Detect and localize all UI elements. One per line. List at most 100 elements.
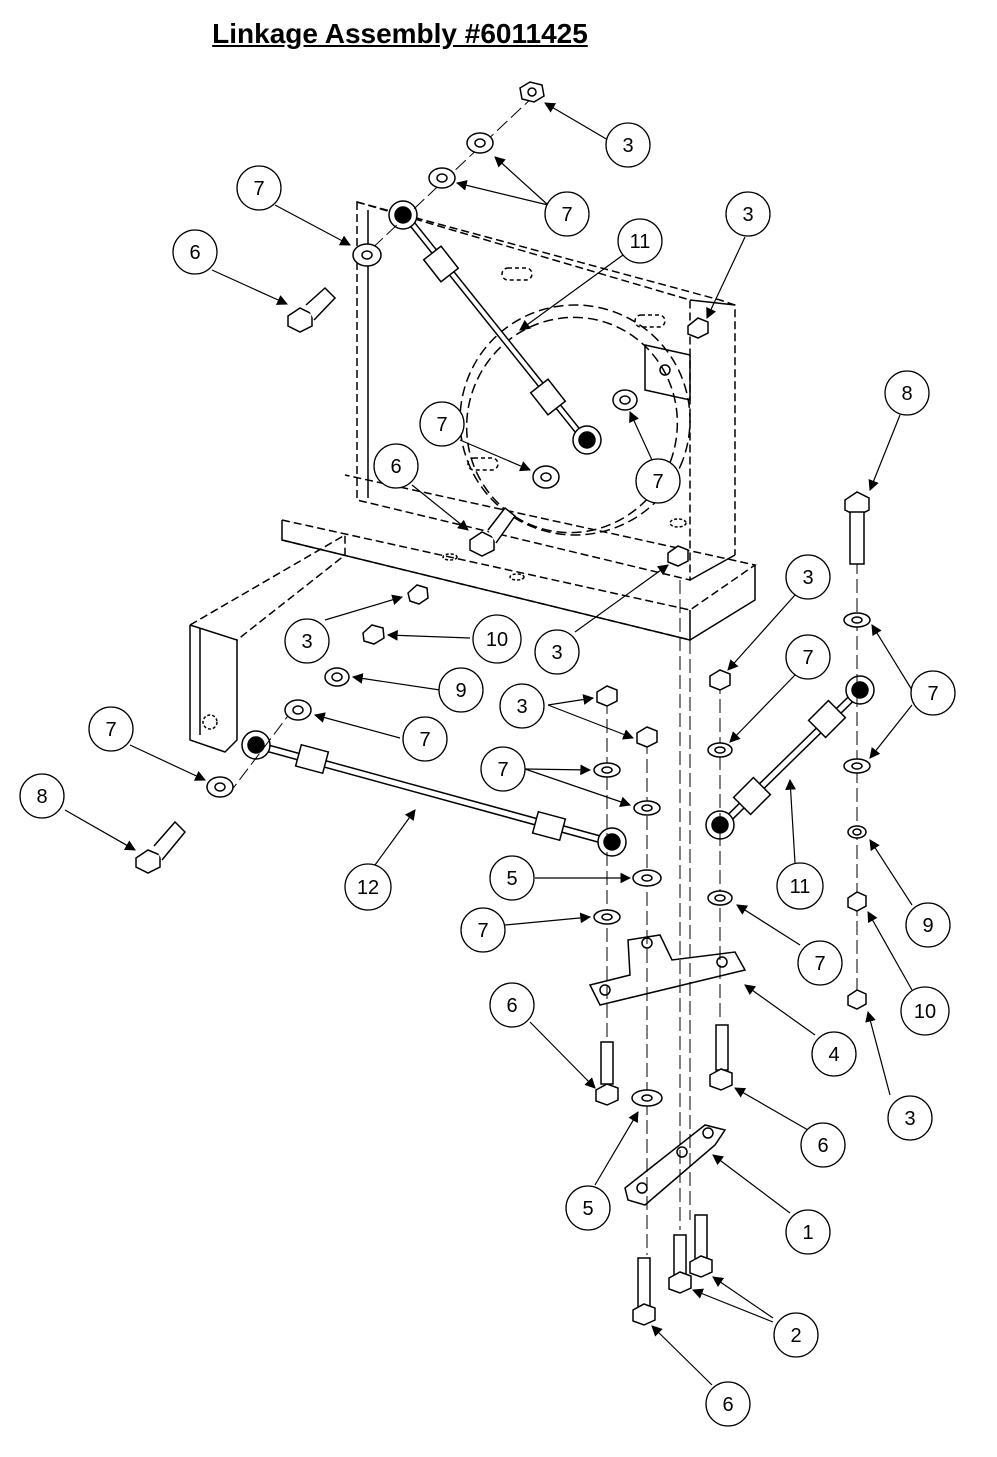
leader-c-10-b (867, 911, 913, 991)
callout-c-left-7: 7 (236, 165, 282, 211)
leader-c-3-d (727, 594, 796, 671)
callout-c-7-c: 7 (402, 716, 448, 762)
callout-c-3-b: 3 (534, 629, 580, 675)
leader-c-8-left (64, 809, 136, 851)
leader-c-6-d (651, 1325, 713, 1386)
leader-c-7-c (313, 712, 401, 739)
assembly-centerlines (227, 94, 858, 1255)
leader-c-3-b (574, 564, 669, 633)
callout-balloons: 3 7 7 6 11 3 7 7 6 8 3 10 3 9 3 7 7 3 7 … (19, 122, 956, 1427)
svg-text:6: 6 (722, 1394, 733, 1416)
svg-text:11: 11 (630, 231, 651, 253)
leader-c-3-e (865, 1010, 891, 1096)
leader-c-mid-7a (459, 439, 531, 472)
leader-c-3-a (324, 594, 404, 621)
leader-c-10-a (386, 629, 471, 641)
callout-c-7-d: 7 (480, 746, 526, 792)
callout-c-10-a: 10 (472, 614, 522, 664)
leader-c-top-7a (494, 156, 549, 206)
callout-c-7-left2: 7 (88, 706, 134, 752)
diagram-title: Linkage Assembly #6011425 (212, 18, 588, 49)
callout-c-12: 12 (344, 863, 392, 911)
callout-c-mid-6: 6 (373, 443, 419, 489)
leader-c-3-c (547, 694, 595, 706)
svg-text:6: 6 (390, 456, 401, 478)
leader-c-9-b (869, 839, 913, 906)
hardware-parts (135, 81, 871, 1326)
svg-text:3: 3 (551, 642, 562, 664)
callout-c-3-d: 3 (785, 554, 831, 600)
callout-c-5-a: 5 (489, 855, 535, 901)
svg-text:8: 8 (36, 786, 47, 808)
callout-c-6-c: 6 (800, 1122, 846, 1168)
leader-c-7-h (736, 904, 801, 946)
leader-c-5-b (594, 1111, 639, 1186)
leader-c-3-c2 (547, 704, 635, 740)
leader-c-mid-7b (629, 411, 653, 461)
leader-c-11-top (519, 254, 624, 331)
callout-c-3-c: 3 (499, 683, 545, 729)
svg-text:1: 1 (802, 1222, 813, 1244)
svg-text:6: 6 (817, 1135, 828, 1157)
svg-text:9: 9 (455, 680, 466, 702)
right-linkage-rod (705, 675, 875, 840)
leader-c-7-f2 (869, 704, 913, 759)
svg-text:10: 10 (486, 629, 508, 651)
leader-c-mid-6 (411, 484, 469, 531)
svg-text:7: 7 (477, 920, 488, 942)
leader-c-right-3 (706, 236, 746, 319)
svg-text:9: 9 (922, 915, 933, 937)
leader-c-4 (744, 984, 816, 1036)
callout-c-7-f: 7 (910, 670, 956, 716)
leader-c-7-left2 (129, 744, 206, 781)
callout-c-top-3: 3 (605, 122, 651, 168)
svg-text:5: 5 (582, 1198, 593, 1220)
svg-text:7: 7 (927, 683, 938, 705)
callout-c-8-left: 8 (19, 773, 65, 819)
callout-c-10-b: 10 (900, 986, 950, 1036)
link-plate (624, 1124, 727, 1206)
svg-text:3: 3 (802, 567, 813, 589)
leader-c-2a (712, 1276, 774, 1319)
callout-c-5-b: 5 (565, 1185, 611, 1231)
callout-c-3-e: 3 (887, 1095, 933, 1141)
upper-linkage-rod (388, 200, 602, 455)
svg-text:7: 7 (436, 414, 447, 436)
svg-text:3: 3 (301, 631, 312, 653)
svg-text:7: 7 (497, 759, 508, 781)
callout-leaders (64, 102, 913, 1386)
svg-text:7: 7 (802, 647, 813, 669)
leader-c-12 (374, 809, 416, 866)
leader-c-9-a (351, 673, 441, 691)
leader-c-top-7b (455, 180, 549, 206)
callout-c-8-top: 8 (884, 370, 930, 416)
callout-c-6-d: 6 (705, 1381, 751, 1427)
leader-c-7-g (504, 912, 592, 926)
svg-text:2: 2 (790, 1325, 801, 1347)
leader-c-left-7 (274, 204, 351, 246)
callout-c-right-3: 3 (725, 191, 771, 237)
lower-linkage-rod (241, 730, 627, 857)
callout-c-7-h: 7 (797, 940, 843, 986)
svg-text:6: 6 (189, 242, 200, 264)
leader-c-11-b (785, 778, 796, 864)
bell-crank (588, 934, 747, 1006)
svg-text:6: 6 (506, 995, 517, 1017)
callout-c-6-b: 6 (489, 982, 535, 1028)
svg-text:3: 3 (904, 1108, 915, 1130)
svg-text:3: 3 (516, 696, 527, 718)
leader-c-6-b (529, 1021, 596, 1089)
leader-c-7-f (871, 624, 913, 691)
leader-c-7-e (729, 674, 796, 743)
svg-text:3: 3 (622, 135, 633, 157)
leader-c-7-d (524, 764, 592, 776)
leader-c-1 (712, 1154, 791, 1214)
leader-c-6-c (734, 1087, 809, 1131)
svg-text:3: 3 (742, 204, 753, 226)
callout-c-9-a: 9 (438, 667, 484, 713)
callout-c-2: 2 (773, 1312, 819, 1358)
callout-c-left-6: 6 (172, 229, 218, 275)
leader-c-top-3 (544, 102, 609, 141)
svg-text:7: 7 (814, 953, 825, 975)
